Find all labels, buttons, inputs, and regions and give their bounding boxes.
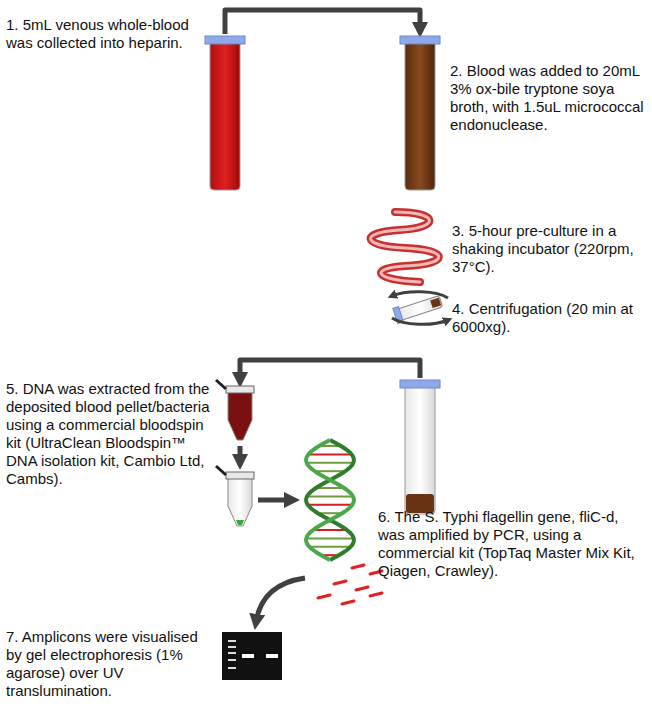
step-text: 4. Centrifugation (20 min at 6000xg). [452, 300, 646, 336]
flow-arrow [258, 498, 292, 503]
centrifuge-symbol [392, 292, 448, 325]
centrifuged-tube [400, 380, 440, 514]
amplicon [318, 595, 330, 598]
shaking-incubator-symbol [371, 212, 439, 282]
step-text: 1. 5mL venous whole-blood was collected … [6, 16, 198, 52]
helix-strand [306, 440, 354, 560]
helix-rung [308, 504, 353, 506]
electrophoresis-gel [222, 632, 282, 680]
step-text: 6. The S. Typhi flagellin gene, fliC-d, … [378, 508, 646, 580]
helix-rung [307, 462, 354, 464]
amplicon-dashes [318, 565, 382, 604]
helix-rung [306, 537, 354, 539]
microtube [216, 466, 254, 526]
amplicon [352, 565, 364, 568]
flow-arrow [225, 10, 420, 34]
step-text: 5. DNA was extracted from the deposited … [6, 380, 212, 488]
step-text: 7. Amplicons were visualised by gel elec… [6, 628, 212, 700]
amplicon [334, 581, 346, 584]
dna-helix [306, 440, 354, 560]
helix-rung [313, 529, 347, 531]
amplicon [342, 601, 354, 604]
microtube [216, 380, 254, 440]
helix-rung [309, 546, 350, 548]
helix-rung [307, 495, 353, 497]
flow-arrow [256, 578, 305, 622]
step-text: 2. Blood was added to 20mL 3% ox-bile tr… [450, 62, 646, 134]
helix-strand [306, 440, 354, 560]
amplicon [370, 593, 382, 596]
flow-arrow [238, 446, 243, 462]
amplicon [356, 587, 368, 590]
step-text: 3. 5-hour pre-culture in a shaking incub… [452, 222, 646, 276]
helix-rung [308, 453, 351, 455]
broth-tube [400, 36, 440, 190]
flow-arrow [240, 360, 420, 380]
blood-tube [205, 36, 245, 190]
